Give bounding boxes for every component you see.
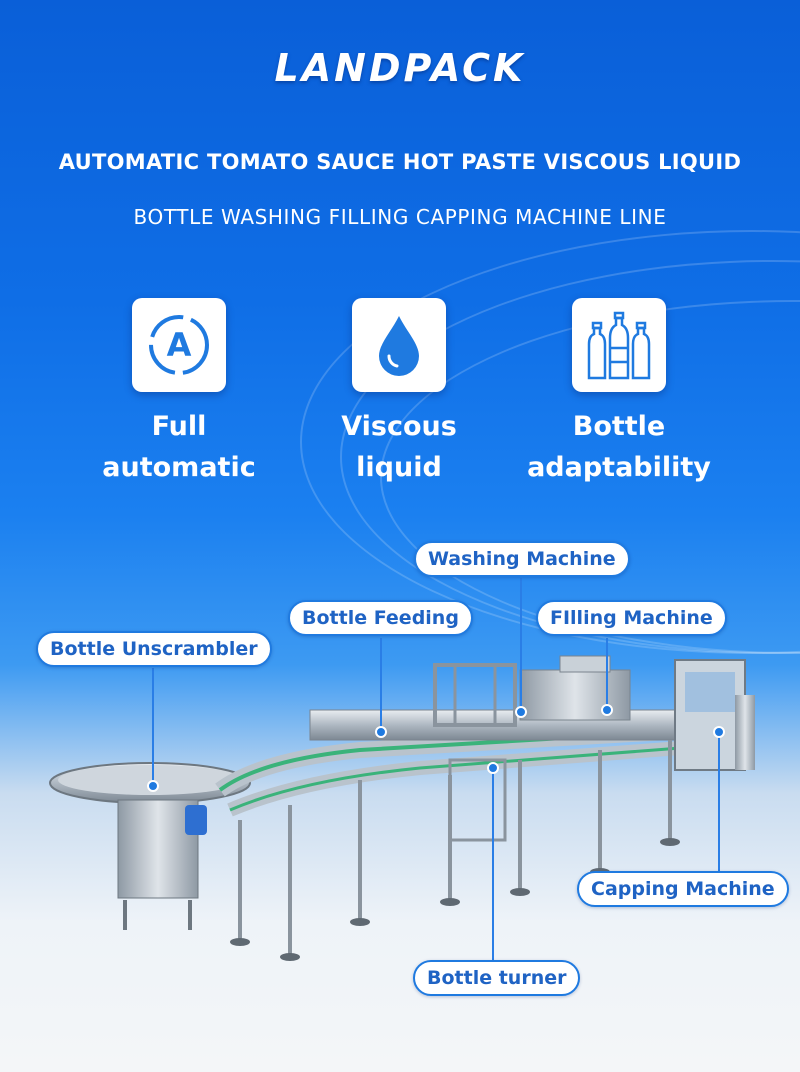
feature-label-line-2: automatic — [102, 452, 256, 483]
leader-line — [152, 668, 154, 784]
callout-dot — [515, 706, 527, 718]
feature-label-line-1: Viscous — [341, 411, 457, 442]
feature-viscous-liquid: Viscous liquid — [304, 298, 494, 488]
callout-washing-machine: Washing Machine — [414, 541, 630, 577]
brand-logo: LANDPACK — [274, 46, 526, 90]
callout-dot — [713, 726, 725, 738]
headline-line-2: BOTTLE WASHING FILLING CAPPING MACHINE L… — [133, 205, 667, 229]
svg-text:A: A — [167, 326, 192, 364]
feature-label-line-1: Full — [151, 411, 207, 442]
callout-bottle-unscrambler: Bottle Unscrambler — [36, 631, 272, 667]
callout-bottle-turner: Bottle turner — [413, 960, 581, 996]
callout-filling-machine: FIlling Machine — [536, 600, 727, 636]
feature-label-line-2: adaptability — [527, 452, 711, 483]
water-drop-icon — [352, 298, 446, 392]
callout-dot — [601, 704, 613, 716]
production-line-illustration — [49, 655, 755, 961]
feature-label-line-1: Bottle — [572, 411, 666, 442]
headline-line-1: AUTOMATIC TOMATO SAUCE HOT PASTE VISCOUS… — [58, 150, 742, 174]
feature-bottle-adaptability: Bottle adaptability — [524, 298, 714, 488]
leader-line — [606, 638, 608, 708]
leader-line — [380, 638, 382, 730]
callout-dot — [147, 780, 159, 792]
automatic-a-icon: A — [132, 298, 226, 392]
feature-full-automatic: A Full automatic — [84, 298, 274, 488]
leader-line — [718, 730, 720, 876]
bottles-icon — [572, 298, 666, 392]
callout-capping-machine: Capping Machine — [577, 871, 789, 907]
callout-dot — [487, 762, 499, 774]
leader-line — [520, 578, 522, 708]
callout-dot — [375, 726, 387, 738]
callout-bottle-feeding: Bottle Feeding — [288, 600, 473, 636]
feature-label-line-2: liquid — [356, 452, 442, 483]
leader-line — [492, 766, 494, 964]
